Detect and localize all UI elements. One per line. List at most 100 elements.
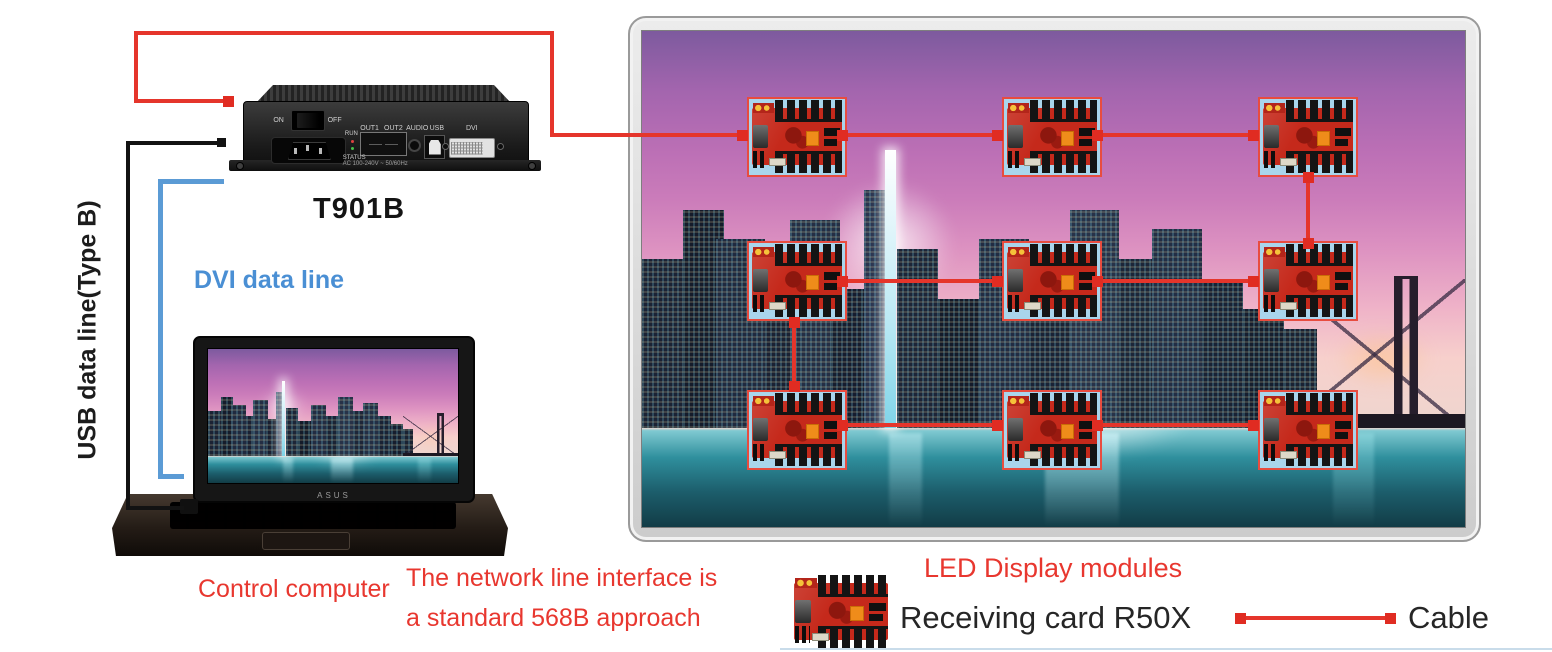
- water-reflection: [418, 457, 431, 483]
- cable-joint: [788, 380, 800, 392]
- laptop-brand-logo: ASUS: [317, 491, 351, 500]
- card-ic-chip: [869, 602, 886, 612]
- city-building: [1152, 229, 1202, 428]
- power-switch: [290, 110, 325, 132]
- cable-joint: [222, 95, 234, 107]
- city-building: [208, 410, 223, 457]
- receiving-card-label: Receiving card R50X: [900, 600, 1192, 635]
- city-building: [253, 399, 268, 457]
- card-ic-chip: [1334, 139, 1349, 147]
- port-label-usb: USB: [429, 124, 444, 132]
- usb-cable-segment: [126, 141, 130, 510]
- card-terminal-block: [752, 246, 774, 258]
- city-building: [884, 150, 897, 428]
- card-white-connector: [812, 632, 829, 642]
- card-ic-chip: [823, 283, 838, 291]
- receiving-card: [747, 97, 847, 177]
- card-pin-connectors-top: [774, 392, 843, 415]
- card-white-connector: [769, 301, 786, 311]
- port-label-audio: AUDIO: [406, 124, 429, 132]
- card-pin-nubs: [752, 150, 768, 169]
- laptop-trackpad: [262, 532, 350, 550]
- receiving-card-pcb-photo: [1260, 243, 1356, 319]
- laptop-lid: ASUS: [193, 336, 475, 503]
- brooklyn-bridge: [403, 413, 458, 457]
- cable-red-segment: [134, 99, 232, 103]
- card-white-connector: [769, 157, 786, 167]
- card-rj45-port: [795, 599, 811, 623]
- audio-jack: [408, 139, 422, 152]
- card-rj45-port: [1263, 417, 1280, 441]
- city-building: [938, 298, 980, 428]
- city-building: [310, 405, 326, 457]
- water-reflection: [330, 457, 353, 483]
- cable-red-segment: [550, 133, 1312, 137]
- water-reflection: [888, 432, 922, 527]
- card-orange-chip: [1316, 423, 1331, 439]
- bridge-deck: [403, 452, 458, 457]
- receiving-card: [1258, 97, 1358, 177]
- cable-joint: [1091, 129, 1103, 141]
- city-building: [275, 391, 283, 457]
- status-led: [351, 147, 355, 151]
- card-ic-chip: [1334, 420, 1352, 430]
- card-orange-chip: [1060, 423, 1075, 439]
- card-pin-connectors-top: [1285, 392, 1354, 415]
- receiving-card-pcb-photo: [1004, 99, 1100, 175]
- dvi-port: [449, 137, 495, 158]
- city-building: [281, 381, 286, 457]
- card-ic-chip: [823, 139, 838, 147]
- card-orange-chip: [805, 130, 820, 146]
- card-orange-chip: [1060, 274, 1075, 290]
- city-building: [353, 410, 363, 457]
- cable-joint: [1384, 612, 1396, 624]
- receiving-card-pcb-photo: [1004, 243, 1100, 319]
- controller-mount-flange: [229, 160, 541, 171]
- card-pin-connectors-bottom: [1029, 151, 1098, 174]
- card-pin-connectors-bottom: [1285, 444, 1354, 467]
- card-ic-chip: [869, 614, 883, 622]
- image-edge-strip: [780, 648, 1552, 650]
- card-pin-nubs: [795, 625, 810, 644]
- card-terminal-block: [795, 577, 817, 589]
- card-orange-chip: [805, 274, 820, 290]
- cable-red-segment: [550, 31, 554, 137]
- cable-joint: [1091, 419, 1103, 431]
- bridge-tower: [436, 413, 444, 457]
- controller-top-ridges: [255, 85, 512, 104]
- card-rj45-port: [1263, 268, 1280, 292]
- cable-joint: [1247, 129, 1259, 141]
- card-pin-nubs: [1007, 443, 1023, 462]
- card-rj45-port: [752, 417, 769, 441]
- card-rj45-port: [752, 268, 769, 292]
- cable-joint: [1302, 171, 1314, 183]
- ethernet-out-ports: [359, 131, 408, 157]
- receiving-card-pcb-photo: [749, 392, 845, 468]
- usb-cable-segment: [126, 506, 184, 510]
- cable-red-segment: [1240, 616, 1390, 620]
- card-ic-chip: [1078, 139, 1093, 147]
- network-note-line2: a standard 568B approach: [406, 604, 701, 632]
- card-ic-chip: [1078, 420, 1096, 430]
- card-pin-connectors-top: [774, 99, 843, 122]
- switch-off-label: OFF: [327, 117, 342, 125]
- cable-joint: [836, 275, 848, 287]
- card-pin-nubs: [1263, 294, 1279, 313]
- city-building: [1201, 279, 1243, 428]
- card-pin-nubs: [1263, 443, 1279, 462]
- card-white-connector: [1280, 157, 1297, 167]
- city-building: [363, 402, 378, 457]
- card-pin-nubs: [1007, 294, 1023, 313]
- control-computer-label: Control computer: [198, 575, 390, 603]
- cable-joint: [1247, 419, 1259, 431]
- run-led: [351, 140, 355, 144]
- cable-joint: [1234, 612, 1246, 624]
- run-led-label: RUN: [344, 131, 358, 138]
- card-orange-chip: [805, 423, 820, 439]
- card-pin-connectors-top: [1285, 99, 1354, 122]
- controller-model-label: T901B: [313, 193, 406, 225]
- water-reflection: [283, 457, 293, 483]
- usb-cable-segment: [126, 141, 224, 145]
- cable-joint: [991, 275, 1003, 287]
